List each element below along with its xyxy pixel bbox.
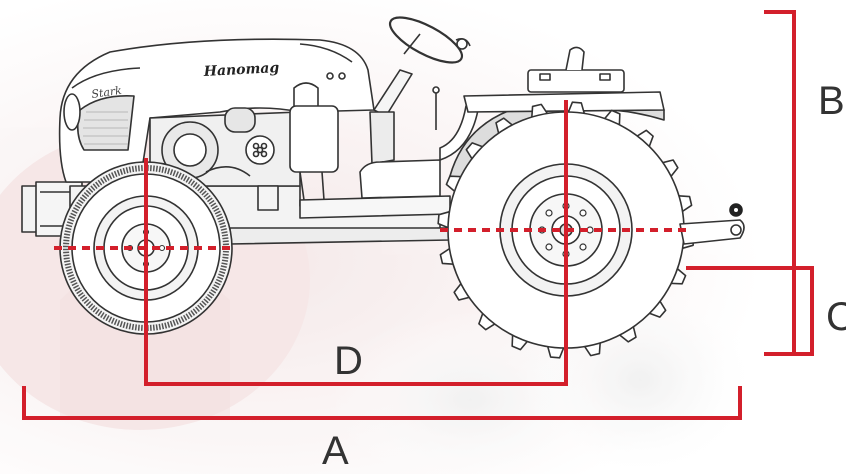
hood-brand-logo: Hanomag bbox=[202, 60, 279, 80]
steering bbox=[369, 16, 471, 165]
hood bbox=[58, 38, 375, 183]
dimension-c-line bbox=[686, 266, 814, 356]
rear-hitch bbox=[679, 203, 745, 245]
hood-model-badge: Stark bbox=[91, 84, 123, 101]
dimension-c-label: C bbox=[826, 295, 846, 339]
dimension-lines bbox=[22, 10, 814, 420]
engine-parts bbox=[149, 82, 339, 211]
axle-centerlines bbox=[54, 228, 690, 250]
dimension-d-label: D bbox=[334, 339, 363, 383]
dimension-a-line bbox=[22, 386, 742, 420]
dimension-b-line bbox=[764, 10, 796, 356]
dimension-d-line bbox=[144, 100, 568, 386]
dimension-a-label: A bbox=[322, 429, 349, 473]
dimension-b-label: B bbox=[818, 79, 845, 123]
seat bbox=[359, 105, 479, 199]
